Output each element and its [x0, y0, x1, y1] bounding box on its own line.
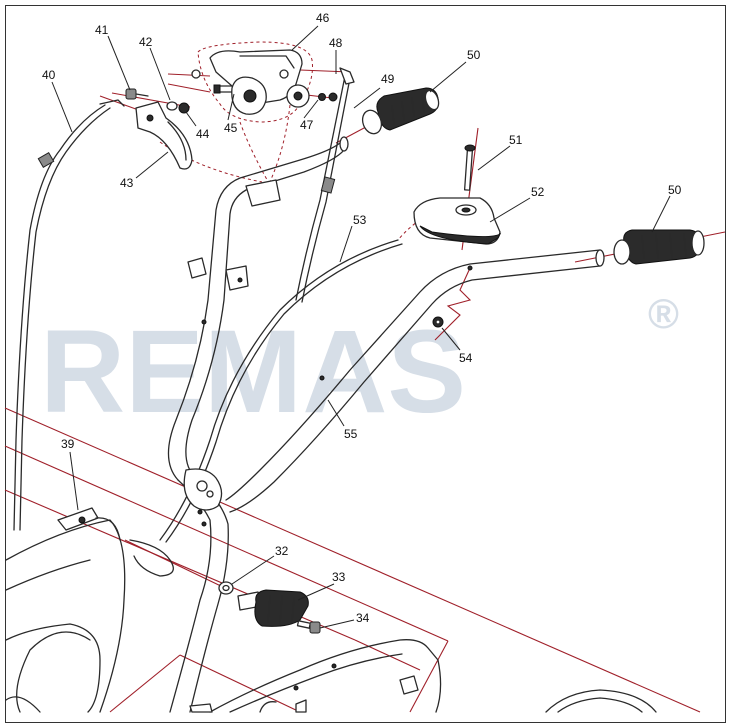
callout-50-left: 50	[467, 48, 481, 62]
leader-45	[227, 93, 235, 121]
part-48-cable	[295, 67, 355, 303]
part-41-bolt	[125, 88, 149, 100]
watermark-registered-symbol: ®	[648, 290, 679, 337]
leader-50-left	[429, 61, 467, 93]
leader-32	[231, 555, 275, 585]
cable-40-end	[99, 99, 125, 107]
callout-40: 40	[42, 68, 56, 82]
callout-51: 51	[509, 133, 523, 147]
leader-51	[477, 145, 511, 171]
leader-lines	[51, 25, 671, 629]
callout-45: 45	[224, 121, 238, 135]
leader-42	[149, 47, 171, 101]
leader-34	[319, 619, 355, 629]
leader-53	[339, 225, 353, 263]
ref-line-bottom	[179, 654, 301, 713]
part-44-nut	[178, 102, 190, 114]
part-42-washer	[166, 101, 178, 111]
leader-47	[303, 99, 319, 119]
part-34-bolt	[296, 620, 321, 634]
assembly-dash-link-2	[267, 104, 291, 187]
part-50-grip-left	[361, 87, 440, 135]
callout-49: 49	[381, 72, 395, 86]
part-32-washer	[218, 581, 234, 595]
handle-mount-lower	[169, 468, 229, 713]
part-39-bracket	[57, 507, 121, 541]
watermark-text: REMAS	[40, 306, 466, 438]
ref-line-upper	[4, 407, 701, 713]
cable-40-crimp	[37, 151, 55, 169]
leader-54	[441, 327, 461, 351]
callout-53: 53	[353, 213, 367, 227]
leader-33	[297, 583, 335, 601]
ref-line-pivot46a	[167, 73, 211, 77]
part-40-control-cable	[13, 99, 125, 531]
leader-55	[327, 399, 345, 427]
part-47-nuts	[318, 92, 338, 102]
callout-43: 43	[120, 176, 134, 190]
leader-46	[291, 25, 319, 51]
callout-44: 44	[196, 127, 210, 141]
lever-dash-link	[159, 141, 263, 183]
callout-32: 32	[275, 544, 289, 558]
ref-line-middle	[4, 445, 449, 642]
callout-54: 54	[459, 351, 473, 365]
leader-50-right	[651, 195, 671, 233]
leader-39	[69, 451, 79, 511]
wheel-bottom-right	[545, 689, 657, 713]
leader-43	[135, 151, 169, 179]
ref-line-pivot46b	[167, 83, 211, 93]
leader-52	[489, 197, 531, 223]
callout-42: 42	[139, 35, 153, 49]
part-55-upper-handle	[225, 249, 605, 513]
callout-47: 47	[300, 118, 314, 132]
ref-line-bottom-left	[109, 654, 181, 713]
callout-labels: 41 42 40 43 44 45 46 47 48 49 50 51 52 5…	[42, 11, 682, 625]
assembly-46-dash-down	[239, 121, 271, 186]
part-52-control-panel	[413, 197, 502, 245]
callout-34: 34	[356, 611, 370, 625]
callout-46: 46	[316, 11, 330, 25]
remas-watermark: REMAS ®	[40, 290, 679, 438]
part-43-lever	[135, 101, 193, 170]
ref-line-bolt34	[354, 639, 421, 671]
lower-cover-plate	[189, 639, 442, 713]
part-46-pivot-bracket	[191, 49, 310, 115]
diagram-frame	[5, 5, 726, 723]
callout-55: 55	[344, 427, 358, 441]
ref-line-lower	[4, 489, 356, 641]
ref-line-washer32	[124, 539, 226, 589]
ref-line-drop	[409, 640, 449, 713]
leader-44	[185, 111, 197, 127]
callout-50-right: 50	[668, 183, 682, 197]
leader-40	[51, 81, 73, 133]
callout-48: 48	[329, 36, 343, 50]
leader-41	[107, 35, 131, 91]
main-handle-frame	[167, 136, 473, 481]
part-54-nut	[432, 316, 444, 328]
callout-39: 39	[61, 437, 75, 451]
engine-housing	[5, 519, 174, 713]
callout-33: 33	[332, 570, 346, 584]
part-51-bolt	[463, 144, 476, 191]
ref-line-nut54	[434, 267, 472, 341]
callout-52: 52	[531, 185, 545, 199]
part-50-grip-right	[613, 229, 705, 265]
leader-49	[353, 87, 381, 109]
part-33-knob	[237, 589, 309, 627]
callout-41: 41	[95, 23, 109, 37]
